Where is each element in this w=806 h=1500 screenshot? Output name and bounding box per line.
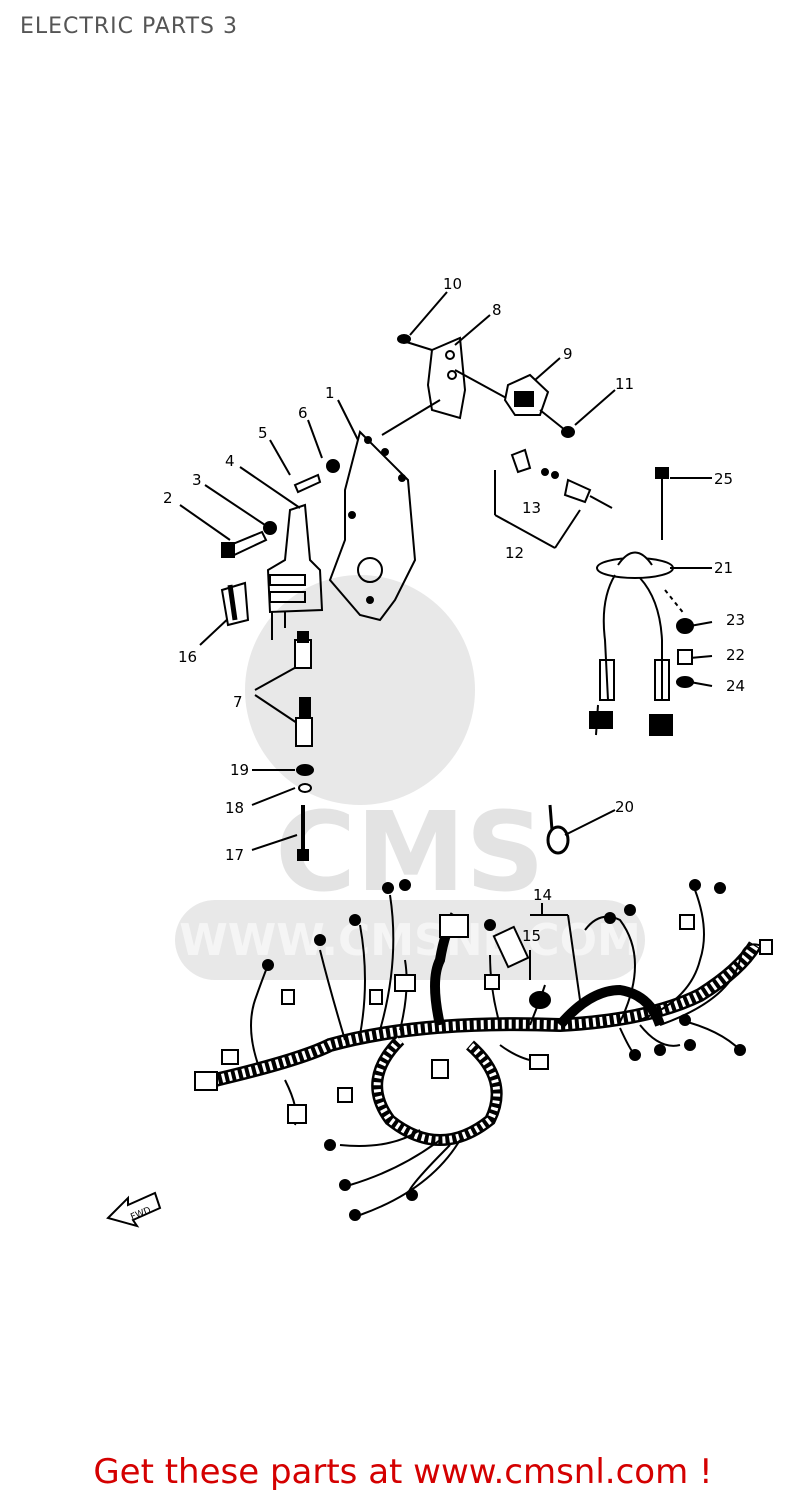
callout-22: 22 bbox=[726, 646, 745, 664]
bolts-left bbox=[221, 334, 411, 558]
watermark-logo: CMS WWW.CMSNL.COM bbox=[175, 575, 645, 980]
cta-link[interactable]: Get these parts at www.cmsnl.com ! bbox=[93, 1452, 713, 1492]
callout-14: 14 bbox=[533, 886, 552, 904]
watermark-brand: CMS bbox=[275, 788, 544, 916]
callout-23: 23 bbox=[726, 611, 745, 629]
relay-9 bbox=[503, 373, 575, 438]
callout-1: 1 bbox=[325, 384, 335, 402]
part-20-clamp bbox=[546, 804, 570, 855]
harness-connectors bbox=[194, 879, 773, 1221]
callout-8: 8 bbox=[492, 301, 502, 319]
callout-4: 4 bbox=[225, 452, 235, 470]
part-21-switch bbox=[589, 467, 694, 736]
connectors-7 bbox=[294, 631, 314, 861]
bracket-8 bbox=[399, 336, 511, 420]
parts-cta: Get these parts at www.cmsnl.com ! bbox=[0, 1452, 806, 1492]
callout-16: 16 bbox=[178, 648, 197, 666]
callout-labels: 1 2 3 4 5 6 7 8 9 10 11 12 13 14 15 16 1… bbox=[163, 275, 745, 945]
fwd-arrow-icon: FWD bbox=[106, 1191, 162, 1228]
callout-5: 5 bbox=[258, 424, 268, 442]
callout-20: 20 bbox=[615, 798, 634, 816]
callout-18: 18 bbox=[225, 799, 244, 817]
callout-21: 21 bbox=[714, 559, 733, 577]
terminal-block bbox=[220, 503, 324, 640]
parts-12-13 bbox=[510, 448, 613, 509]
callout-11: 11 bbox=[615, 375, 634, 393]
callout-13: 13 bbox=[522, 499, 541, 517]
callout-15: 15 bbox=[522, 927, 541, 945]
watermark-url: WWW.CMSNL.COM bbox=[179, 915, 641, 966]
callout-19: 19 bbox=[230, 761, 249, 779]
page-title: ELECTRIC PARTS 3 bbox=[20, 14, 238, 39]
callout-7: 7 bbox=[233, 693, 243, 711]
leader-lines bbox=[179, 291, 713, 1001]
callout-10: 10 bbox=[443, 275, 462, 293]
callout-3: 3 bbox=[192, 471, 202, 489]
callout-9: 9 bbox=[563, 345, 573, 363]
callout-2: 2 bbox=[163, 489, 173, 507]
callout-12: 12 bbox=[505, 544, 524, 562]
callout-25: 25 bbox=[714, 470, 733, 488]
callout-6: 6 bbox=[298, 404, 308, 422]
callout-24: 24 bbox=[726, 677, 745, 695]
callout-17: 17 bbox=[225, 846, 244, 864]
